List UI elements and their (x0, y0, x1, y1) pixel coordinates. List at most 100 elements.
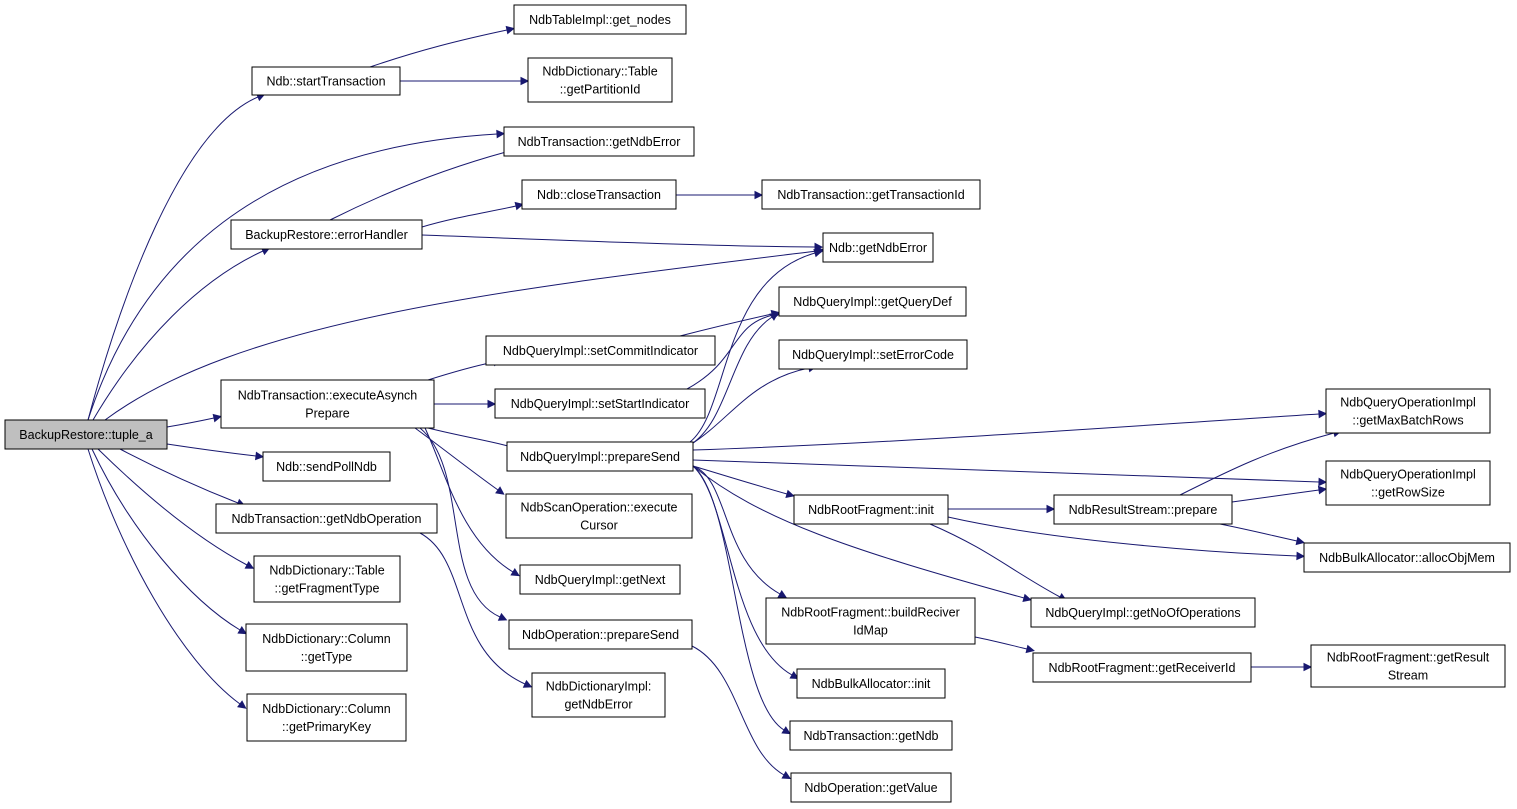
node-get-next[interactable]: NdbQueryImpl::getNext (519, 564, 681, 595)
node-label: NdbTransaction::getTransactionId (777, 188, 964, 202)
node-label: NdbQueryOperationImpl (1340, 468, 1475, 482)
node-q-prepare-send[interactable]: NdbQueryImpl::prepareSend (506, 441, 694, 472)
edge-q-prepare-send-to-get-row-size (692, 459, 1328, 487)
edge-start-transaction-to-get-partition-id (400, 76, 530, 86)
node-label: NdbRootFragment::getResult (1327, 651, 1490, 665)
node-close-transaction[interactable]: Ndb::closeTransaction (521, 179, 677, 210)
node-get-no-of-operations[interactable]: NdbQueryImpl::getNoOfOperations (1030, 597, 1256, 628)
node-label: NdbScanOperation::execute (520, 501, 677, 515)
node-label: NdbTransaction::getNdb (803, 729, 938, 743)
node-set-commit-indicator[interactable]: NdbQueryImpl::setCommitIndicator (485, 335, 716, 366)
node-set-error-code[interactable]: NdbQueryImpl::setErrorCode (778, 339, 968, 370)
node-label: NdbDictionary::Column (262, 632, 391, 646)
node-label: Ndb::startTransaction (266, 75, 385, 89)
edge-execute-asynch-prepare-to-q-prepare-send (427, 427, 516, 451)
node-label: NdbDictionary::Table (269, 564, 384, 578)
edge-close-transaction-to-get-transaction-id (676, 190, 764, 200)
node-label: NdbDictionary::Column (262, 702, 391, 716)
node-label: IdMap (853, 624, 888, 638)
edge-q-prepare-send-to-get-query-def (689, 312, 779, 446)
node-label: NdbOperation::getValue (804, 781, 937, 795)
node-label: NdbTransaction::getNdbError (518, 135, 681, 149)
node-label: BackupRestore::errorHandler (245, 228, 408, 242)
node-label: NdbDictionary::Table (542, 65, 657, 79)
node-label: NdbQueryImpl::getQueryDef (793, 295, 952, 309)
edge-tuple-a-to-get-ndb-operation (119, 448, 246, 507)
node-get-transaction-id[interactable]: NdbTransaction::getTransactionId (761, 179, 981, 210)
node-label: NdbTableImpl::get_nodes (529, 13, 671, 27)
node-label: NdbDictionaryImpl: (546, 680, 652, 694)
node-get-max-batch-rows[interactable]: NdbQueryOperationImpl::getMaxBatchRows (1325, 388, 1491, 434)
edge-rs-prepare-to-get-row-size (1231, 485, 1328, 503)
node-get-query-def[interactable]: NdbQueryImpl::getQueryDef (778, 286, 967, 317)
node-op-prepare-send[interactable]: NdbOperation::prepareSend (508, 619, 693, 650)
edge-execute-asynch-prepare-to-get-next (424, 427, 520, 577)
node-label: ::getPrimaryKey (282, 720, 372, 734)
edge-error-handler-to-close-transaction (421, 201, 524, 228)
node-label: NdbQueryImpl::getNoOfOperations (1045, 606, 1240, 620)
node-label: NdbBulkAllocator::allocObjMem (1319, 551, 1495, 565)
node-label: Ndb::getNdbError (829, 241, 927, 255)
node-label: NdbRootFragment::buildReciver (781, 606, 960, 620)
edge-execute-asynch-prepare-to-op-prepare-send (419, 427, 508, 621)
node-get-partition-id[interactable]: NdbDictionary::Table::getPartitionId (527, 57, 673, 103)
node-label: NdbQueryImpl::setStartIndicator (511, 397, 690, 411)
edge-error-handler-to-ndb-get-ndb-error (421, 234, 824, 252)
edge-tuple-a-to-get-primary-key (87, 448, 247, 709)
node-get-fragment-type[interactable]: NdbDictionary::Table::getFragmentType (253, 555, 401, 603)
edge-rs-prepare-to-alloc-obj-mem (1219, 523, 1305, 546)
edge-root-init-to-alloc-obj-mem (947, 516, 1306, 561)
node-dict-impl-get-ndb-error[interactable]: NdbDictionaryImpl:getNdbError (531, 672, 666, 718)
node-label: NdbQueryImpl::setCommitIndicator (503, 344, 698, 358)
node-label: ::getRowSize (1371, 486, 1445, 500)
node-get-ndb-operation[interactable]: NdbTransaction::getNdbOperation (215, 503, 438, 534)
node-send-poll-ndb[interactable]: Ndb::sendPollNdb (262, 451, 391, 482)
node-label: NdbTransaction::executeAsynch (238, 389, 418, 403)
edge-start-transaction-to-get-nodes (369, 25, 515, 68)
node-get-nodes[interactable]: NdbTableImpl::get_nodes (513, 4, 687, 35)
node-start-transaction[interactable]: Ndb::startTransaction (251, 66, 401, 96)
node-label: Stream (1388, 669, 1428, 683)
edge-execute-asynch-prepare-to-execute-cursor (414, 427, 505, 495)
node-error-handler[interactable]: BackupRestore::errorHandler (230, 219, 423, 250)
node-ndb-get-ndb-error[interactable]: Ndb::getNdbError (822, 232, 934, 263)
node-trans-get-ndb-error[interactable]: NdbTransaction::getNdbError (503, 126, 695, 157)
node-layer: BackupRestore::tuple_a Ndb::startTransact… (4, 4, 1511, 803)
node-label: Ndb::sendPollNdb (276, 460, 377, 474)
node-get-row-size[interactable]: NdbQueryOperationImpl::getRowSize (1325, 460, 1491, 506)
edge-layer (87, 25, 1342, 780)
edge-tuple-a-to-execute-asynch-prepare (166, 413, 222, 428)
node-label: ::getPartitionId (560, 83, 641, 97)
edge-tuple-a-to-start-transaction (87, 93, 266, 421)
node-label: NdbRootFragment::getReceiverId (1049, 661, 1236, 675)
edge-build-reciver-id-map-to-get-receiver-id (974, 636, 1035, 654)
edge-get-receiver-id-to-get-result-stream (1250, 662, 1313, 672)
edge-tuple-a-to-send-poll-ndb (166, 443, 265, 461)
node-get-value[interactable]: NdbOperation::getValue (790, 772, 952, 803)
edge-get-ndb-operation-to-dict-impl-get-ndb-error (419, 532, 533, 688)
node-get-ndb[interactable]: NdbTransaction::getNdb (789, 720, 953, 751)
node-get-primary-key[interactable]: NdbDictionary::Column::getPrimaryKey (246, 693, 407, 742)
node-rs-prepare[interactable]: NdbResultStream::prepare (1053, 494, 1233, 525)
node-set-start-indicator[interactable]: NdbQueryImpl::setStartIndicator (494, 388, 706, 419)
node-alloc-obj-mem[interactable]: NdbBulkAllocator::allocObjMem (1303, 542, 1511, 573)
node-label: NdbQueryOperationImpl (1340, 396, 1475, 410)
edge-execute-asynch-prepare-to-set-start-indicator (433, 399, 497, 409)
node-label: ::getFragmentType (275, 582, 380, 596)
node-label: NdbOperation::prepareSend (522, 628, 679, 642)
edge-q-prepare-send-to-get-no-of-operations (692, 465, 1032, 603)
node-label: Cursor (580, 519, 618, 533)
node-bulk-init[interactable]: NdbBulkAllocator::init (796, 668, 946, 699)
node-tuple-a[interactable]: BackupRestore::tuple_a (4, 419, 168, 450)
node-label: ::getType (301, 650, 352, 664)
node-get-receiver-id[interactable]: NdbRootFragment::getReceiverId (1032, 652, 1252, 683)
node-root-init[interactable]: NdbRootFragment::init (793, 494, 949, 525)
node-get-type[interactable]: NdbDictionary::Column::getType (245, 623, 408, 672)
edge-op-prepare-send-to-get-value (691, 645, 792, 780)
edge-tuple-a-to-get-type (91, 448, 247, 635)
node-label: NdbRootFragment::init (808, 503, 934, 517)
